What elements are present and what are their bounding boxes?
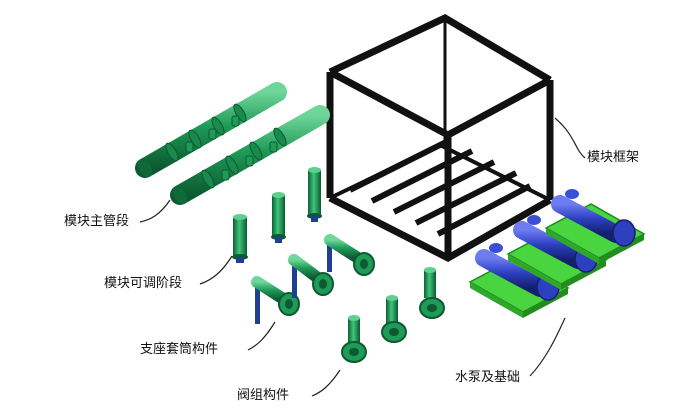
valve-assembly-1 [341, 315, 367, 363]
leader-support [247, 321, 276, 351]
leader-lines [139, 117, 586, 397]
leader-pump [529, 317, 566, 377]
valve-assembly-3 [419, 267, 445, 319]
support-sleeve-1 [251, 276, 300, 324]
valve-assembly-2 [381, 295, 407, 343]
label-pump-base: 水泵及基础 [455, 370, 521, 385]
pump-unit-1 [468, 243, 570, 318]
leader-frame [554, 117, 586, 159]
frame-floor-slats [348, 137, 532, 237]
label-valve-components: 阀组构件 [237, 388, 290, 403]
adjustable-pipe-3 [307, 167, 322, 222]
main-pipe-lower [170, 105, 330, 205]
pump-unit-3 [544, 189, 646, 264]
support-sleeve-2 [288, 254, 334, 298]
label-main-pipe: 模块主管段 [64, 214, 130, 229]
adjustable-pipe-2 [271, 192, 286, 243]
module-frame [326, 14, 554, 262]
leader-valve [311, 369, 341, 397]
label-support-sleeve: 支座套筒构件 [140, 342, 219, 357]
adjustable-pipe-1 [232, 214, 248, 263]
leader-adjustable [199, 255, 233, 285]
pump-unit-2 [506, 215, 608, 290]
leader-main-pipe [139, 199, 171, 223]
label-adjustable-section: 模块可调阶段 [104, 276, 183, 291]
main-pipe-upper [135, 82, 287, 178]
support-sleeve-3 [324, 234, 375, 276]
label-module-frame: 模块框架 [587, 150, 640, 165]
